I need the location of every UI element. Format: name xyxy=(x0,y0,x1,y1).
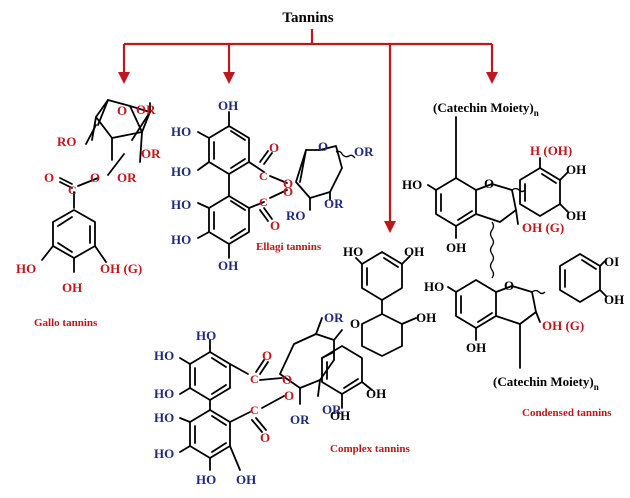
complex-or-3: OR xyxy=(290,412,310,427)
complex-ho-1: HO xyxy=(343,244,363,259)
complex-or-1: OR xyxy=(324,310,344,325)
gallo-tannins-label: Gallo tannins xyxy=(34,317,98,329)
complex-ho-5: HO xyxy=(154,410,174,425)
condensed-tannin-structure: (Catechin Moiety)n H (OH) OH OH HO O OH … xyxy=(402,100,624,419)
condensed-oh-5: OH xyxy=(466,340,486,355)
complex-carbon-1: C xyxy=(250,372,259,386)
gallo-ring-oxygen: O xyxy=(117,103,127,118)
gallo-or-2: OR xyxy=(117,170,137,185)
ellagi-tannins-label: Ellagi tannins xyxy=(256,241,322,253)
condensed-ring-oxygen-2: O xyxy=(504,278,514,293)
complex-ester-oxygen-1: O xyxy=(282,372,292,387)
condensed-h-oh: H (OH) xyxy=(530,143,572,158)
condensed-ho-1: HO xyxy=(402,177,422,192)
condensed-bottom-moiety-label: (Catechin Moiety)n xyxy=(493,374,599,392)
ellagi-ho-2: HO xyxy=(171,164,191,179)
ellagi-carbon-2: C xyxy=(259,195,268,209)
complex-carbonyl-oxygen-1: O xyxy=(262,348,272,363)
ellagi-ho-3: HO xyxy=(171,197,191,212)
complex-oh-1: OH xyxy=(404,244,424,259)
complex-or-2: OR xyxy=(322,402,342,417)
complex-ho-4: HO xyxy=(154,386,174,401)
gallo-ho: HO xyxy=(16,261,36,276)
ellagi-carbon-1: C xyxy=(259,169,268,183)
complex-ho-7: HO xyxy=(196,472,216,487)
ellagi-carbonyl-oxygen-2: O xyxy=(270,218,280,233)
complex-oh-3: OH xyxy=(366,386,386,401)
ellagi-or-2: OR xyxy=(324,196,344,211)
complex-tannin-structure: HO OH O OH OH OH OR OR OR xyxy=(154,244,436,487)
gallo-or-1: OR xyxy=(136,102,156,117)
gallo-oh-g: OH (G) xyxy=(100,261,142,276)
condensed-ho-2: HO xyxy=(424,279,444,294)
ellagi-or-1: OR xyxy=(354,144,374,159)
ellagi-ester-oxygen-2: O xyxy=(283,184,293,199)
condensed-oi: OI xyxy=(604,254,619,269)
gallo-tannin-structure: O OR RO OR OR O O C HO OH (G) OH Gallo t… xyxy=(16,99,161,329)
condensed-tannins-label: Condensed tannins xyxy=(522,407,612,419)
complex-oh-4: OH xyxy=(330,408,350,423)
gallo-ester-oxygen: O xyxy=(90,170,100,185)
complex-ho-2: HO xyxy=(196,328,216,343)
gallo-ro: RO xyxy=(57,134,77,149)
condensed-oh-g-1: OH (G) xyxy=(522,220,564,235)
ellagi-ro: RO xyxy=(286,208,306,223)
condensed-oh-3: OH xyxy=(446,240,466,255)
condensed-oh-2: OH xyxy=(566,208,586,223)
ellagi-ring-oxygen: O xyxy=(318,139,328,154)
gallo-oh: OH xyxy=(62,280,82,295)
complex-oh-5: OH xyxy=(236,472,256,487)
complex-ester-oxygen-2: O xyxy=(284,388,294,403)
complex-ho-3: HO xyxy=(154,348,174,363)
tree-arrows xyxy=(118,29,498,233)
complex-tannins-label: Complex tannins xyxy=(330,443,410,455)
complex-carbon-2: C xyxy=(250,403,259,417)
complex-ring-oxygen: O xyxy=(350,316,360,331)
condensed-top-moiety-label: (Catechin Moiety)n xyxy=(433,100,539,118)
condensed-oh-g-2: OH (G) xyxy=(542,318,584,333)
ellagi-ester-oxygen-1: O xyxy=(283,176,293,191)
gallo-carbonyl-oxygen: O xyxy=(44,170,54,185)
ellagi-ho-1: HO xyxy=(171,124,191,139)
gallo-carbon: C xyxy=(68,183,77,197)
ellagi-carbonyl-oxygen-1: O xyxy=(269,140,279,155)
ellagi-oh-bottom: OH xyxy=(218,258,238,273)
ellagi-tannin-structure: OH HO HO O C O O OR HO HO C O O OR RO OH… xyxy=(171,98,374,273)
condensed-ring-oxygen-1: O xyxy=(484,176,494,191)
condensed-oh-4: OH xyxy=(604,292,624,307)
complex-oh-2: OH xyxy=(416,310,436,325)
complex-carbonyl-oxygen-2: O xyxy=(260,430,270,445)
complex-ho-6: HO xyxy=(154,446,174,461)
condensed-oh-1: OH xyxy=(566,162,586,177)
gallo-or-3: OR xyxy=(141,146,161,161)
diagram-title: Tannins xyxy=(282,10,333,26)
ellagi-oh-top: OH xyxy=(218,98,238,113)
ellagi-ho-4: HO xyxy=(171,232,191,247)
